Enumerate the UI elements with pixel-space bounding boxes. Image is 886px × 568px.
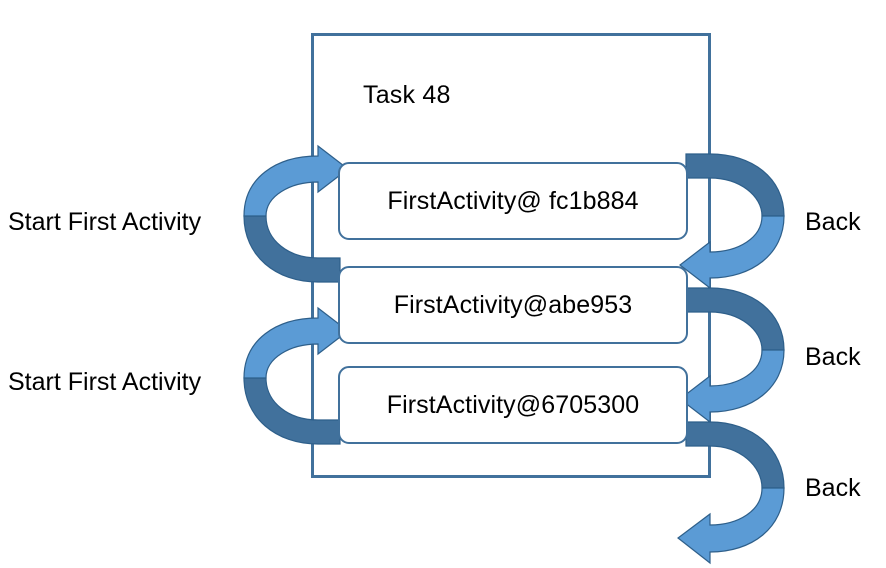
arrow-back-bottom [677,421,785,565]
start-first-activity-label-bottom: Start First Activity [8,368,202,396]
back-label-bottom: Back [805,474,861,502]
activity-box: FirstActivity@ fc1b884 [338,162,688,240]
activity-box: FirstActivity@abe953 [338,266,688,344]
arrow-start-first-activity-top [243,144,349,283]
activity-box: FirstActivity@6705300 [338,366,688,444]
activity-label: FirstActivity@abe953 [393,291,633,319]
task-title: Task 48 [363,81,451,109]
arrow-back-middle [679,287,785,424]
back-label-middle: Back [805,343,861,371]
start-first-activity-label-top: Start First Activity [8,208,202,236]
back-label-top: Back [805,208,861,236]
activity-label: FirstActivity@ fc1b884 [387,187,639,215]
arrow-back-top [679,153,785,290]
activity-label: FirstActivity@6705300 [386,391,640,419]
arrow-start-first-activity-bottom [243,306,349,445]
